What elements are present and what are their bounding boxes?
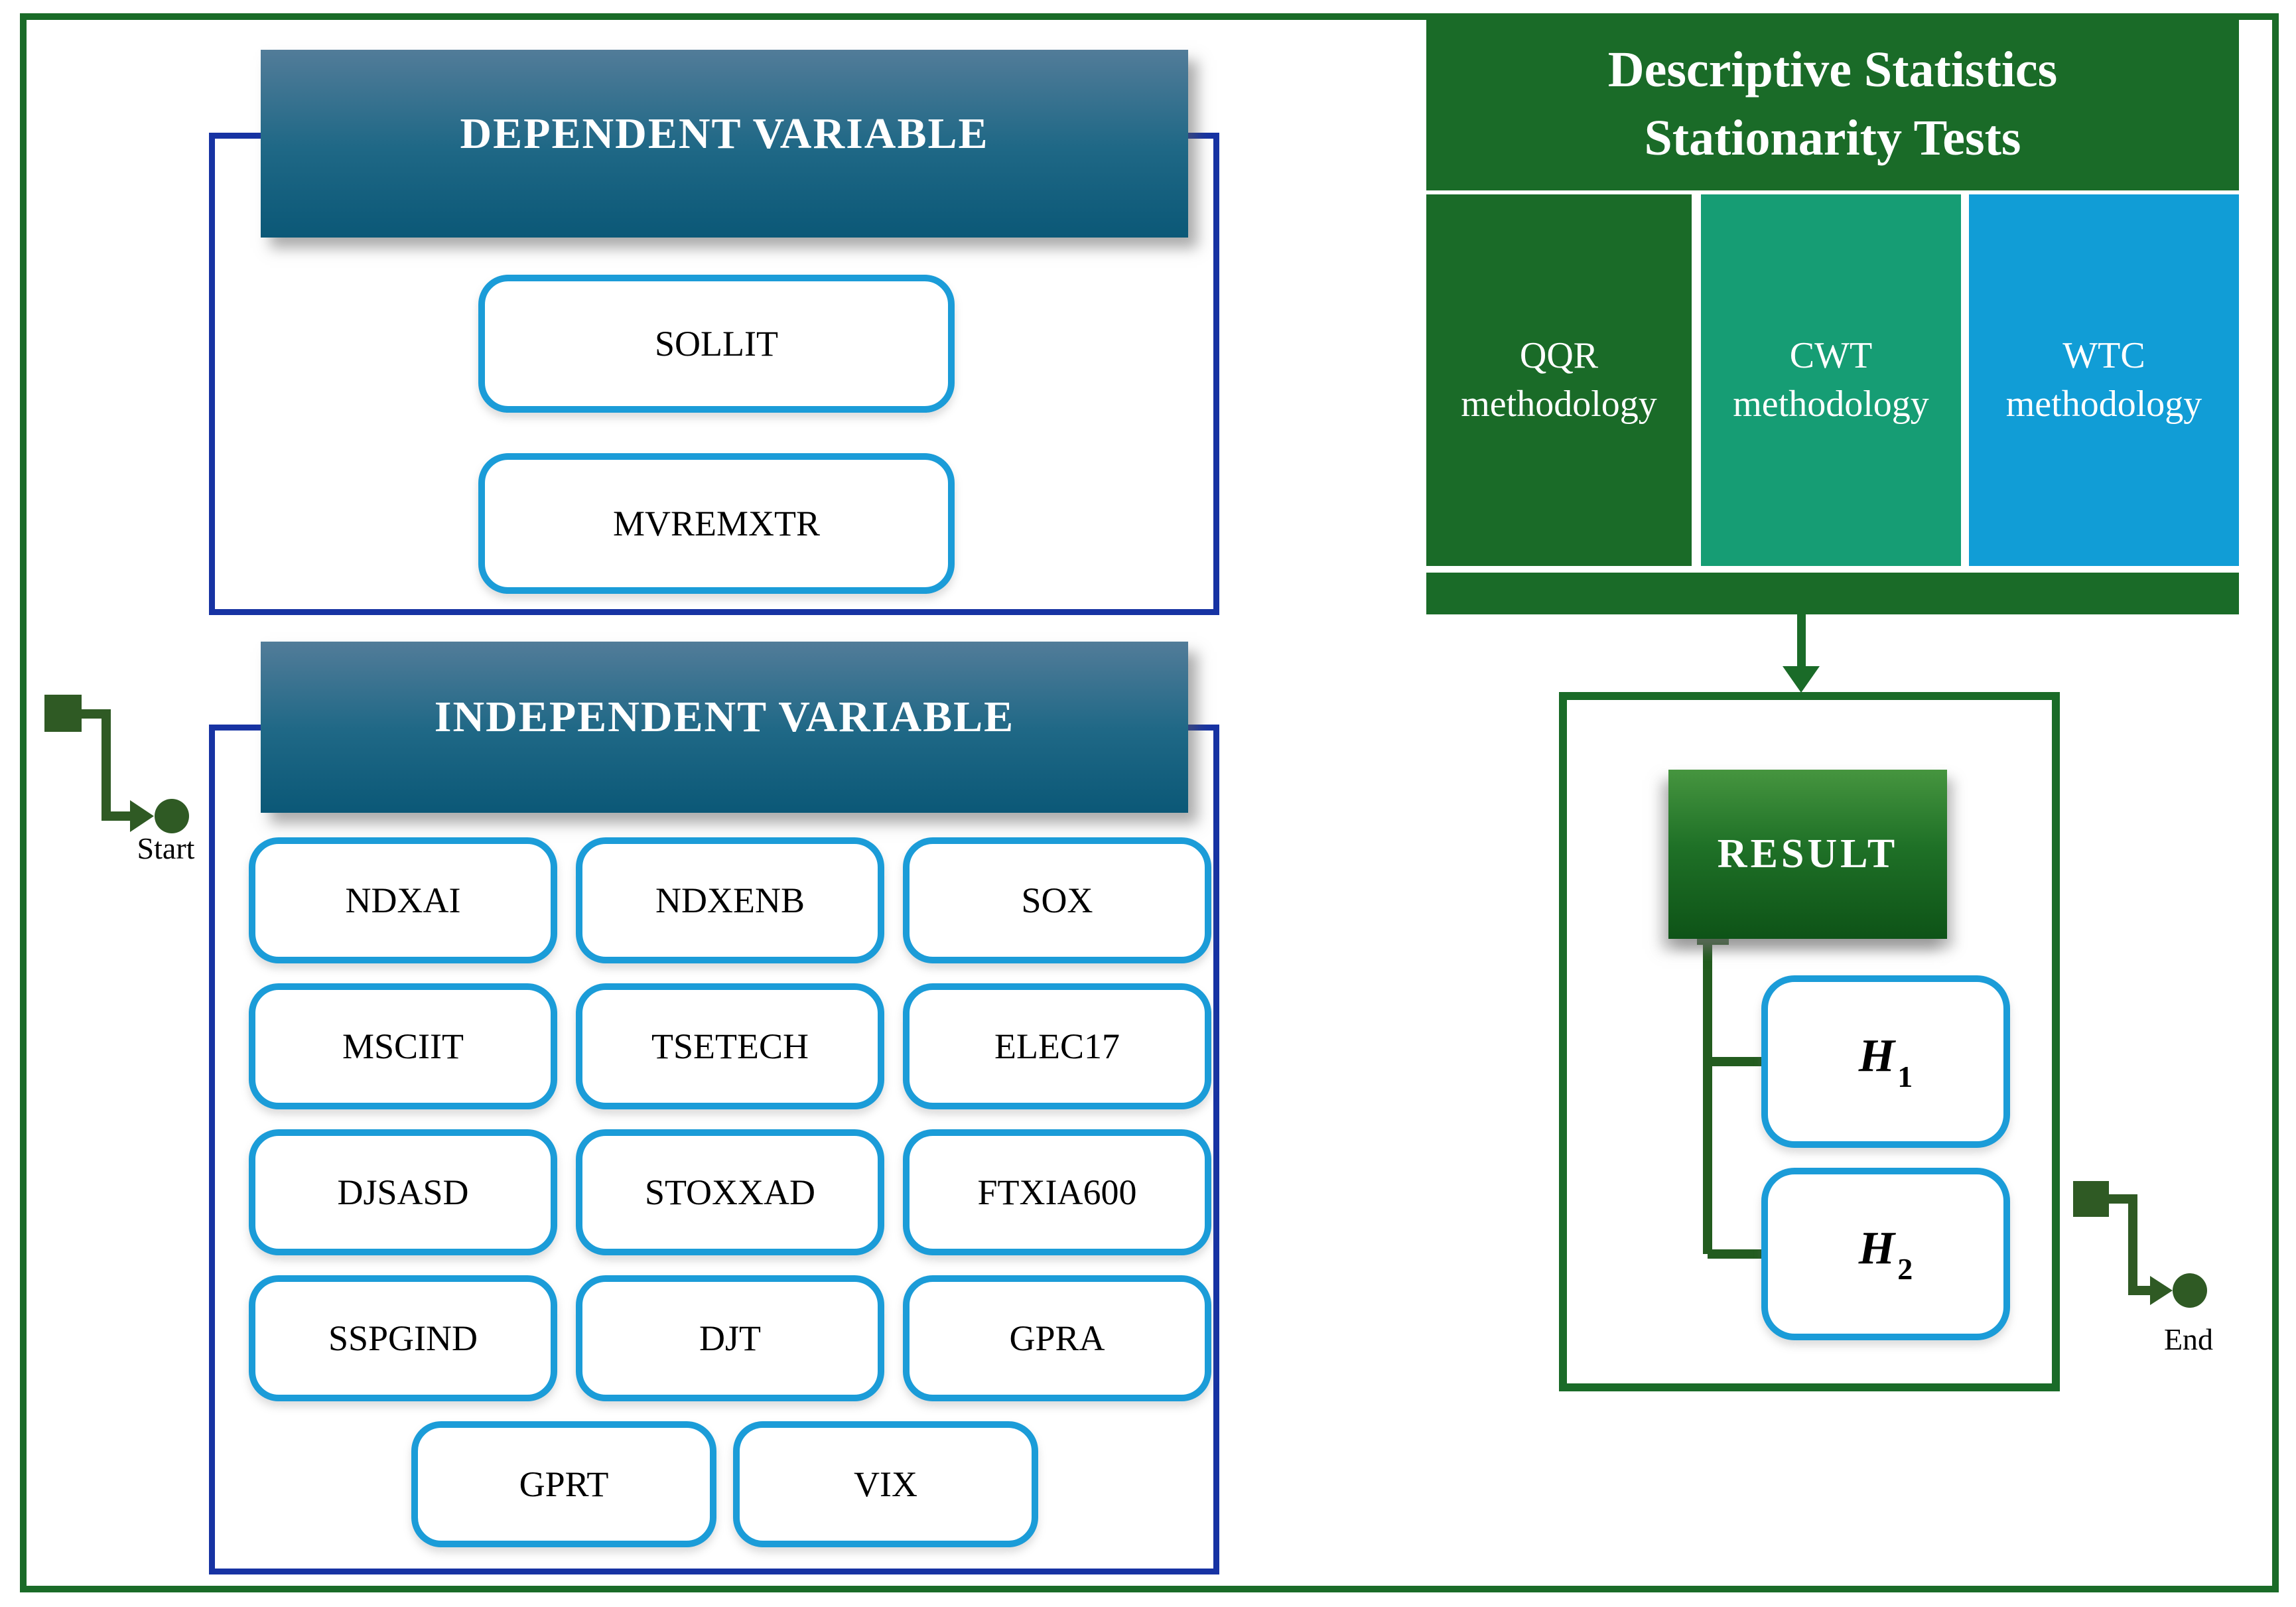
result-title: RESULT: [1717, 831, 1899, 876]
tests-header-line1: Descriptive Statistics: [1607, 42, 2058, 98]
independent-item-ndxenb: NDXENB: [576, 837, 884, 963]
independent-item-ndxai: NDXAI: [249, 837, 557, 963]
hypothesis-2-subscript: 2: [1897, 1251, 1913, 1286]
independent-item-gprt: GPRT: [411, 1421, 716, 1547]
method-qqr-label: QQR methodology: [1461, 335, 1657, 425]
independent-variable-title: INDEPENDENT VARIABLE: [434, 693, 1015, 741]
hypothesis-2-box: H2: [1761, 1168, 2010, 1340]
independent-item-djt: DJT: [576, 1275, 884, 1401]
tests-bottom-bar: [1426, 573, 2239, 614]
independent-item-elec17: ELEC17: [903, 983, 1211, 1109]
method-cwt: CWT methodology: [1701, 194, 1961, 566]
independent-item-djsasd: DJSASD: [249, 1129, 557, 1255]
tests-header: Descriptive Statistics Stationarity Test…: [1426, 18, 2239, 190]
method-wtc: WTC methodology: [1969, 194, 2239, 566]
hypothesis-1-subscript: 1: [1897, 1059, 1913, 1093]
dependent-item-sollit: SOLLIT: [478, 275, 955, 413]
start-label: Start: [137, 831, 195, 865]
dependent-variable-title: DEPENDENT VARIABLE: [460, 109, 989, 158]
independent-item-sox: SOX: [903, 837, 1211, 963]
hypothesis-1-symbol: H: [1858, 1030, 1895, 1082]
independent-item-ftxia600: FTXIA600: [903, 1129, 1211, 1255]
end-label: End: [2163, 1322, 2214, 1356]
result-branch-connector: [1697, 934, 1763, 1259]
end-connector-icon: [2073, 1181, 2207, 1308]
method-qqr: QQR methodology: [1426, 194, 1692, 566]
hypothesis-1-box: H1: [1761, 975, 2010, 1148]
independent-item-vix: VIX: [733, 1421, 1038, 1547]
start-connector-icon: [44, 695, 189, 833]
independent-item-msciit: MSCIIT: [249, 983, 557, 1109]
independent-item-tsetech: TSETECH: [576, 983, 884, 1109]
independent-variable-header: INDEPENDENT VARIABLE: [261, 642, 1188, 813]
dependent-item-mvremxtr: MVREMXTR: [478, 453, 955, 594]
method-wtc-label: WTC methodology: [2005, 335, 2202, 425]
hypothesis-2-symbol: H: [1858, 1222, 1895, 1274]
outer-frame: [20, 13, 2279, 1592]
independent-item-sspgind: SSPGIND: [249, 1275, 557, 1401]
result-box: RESULT: [1668, 770, 1947, 939]
independent-item-gpra: GPRA: [903, 1275, 1211, 1401]
independent-item-stoxxad: STOXXAD: [576, 1129, 884, 1255]
method-cwt-label: CWT methodology: [1733, 335, 1929, 425]
tests-header-line2: Stationarity Tests: [1644, 110, 2021, 166]
dependent-variable-header: DEPENDENT VARIABLE: [261, 50, 1188, 238]
down-arrow-icon: [1783, 614, 1820, 693]
